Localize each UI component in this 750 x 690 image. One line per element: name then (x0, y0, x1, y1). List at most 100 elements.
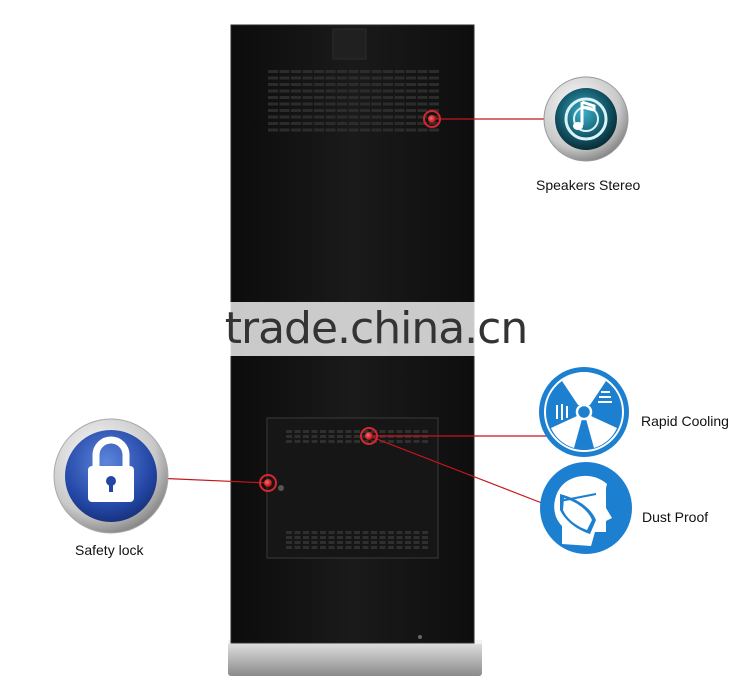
vent-slot (320, 536, 326, 539)
vent-slot (303, 435, 309, 438)
vent-slot (354, 435, 360, 438)
vent-slot (348, 76, 359, 80)
vent-slot (422, 440, 428, 443)
vent-slot (429, 83, 439, 86)
vent-slot (417, 115, 428, 119)
vent-slot (311, 435, 318, 438)
vent-slot (337, 102, 347, 106)
vent-slot (371, 89, 382, 93)
vent-slot (406, 115, 416, 119)
vent-slot (345, 536, 352, 539)
vent-slot (337, 76, 347, 80)
vent-slot (396, 541, 403, 544)
watermark: trade.china.cn (222, 302, 530, 356)
vent-slot (294, 430, 301, 433)
vent-slot (394, 89, 405, 93)
vent-slot (320, 430, 326, 433)
vent-slot (303, 546, 309, 549)
vent-slot (291, 128, 301, 132)
vent-slot (422, 541, 428, 544)
vent-slot (337, 435, 343, 438)
vent-slot (383, 83, 393, 86)
vent-slot (354, 430, 360, 433)
vent-slot (268, 102, 278, 106)
vent-slot (311, 531, 318, 534)
vent-slot (383, 76, 393, 80)
vent-slot (328, 435, 335, 438)
vent-slot (320, 531, 326, 534)
vent-slot (396, 531, 403, 534)
vent-slot (362, 531, 369, 534)
vent-slot (394, 128, 405, 132)
vent-slot (360, 76, 370, 80)
vent-slot (294, 531, 301, 534)
vent-slot (314, 70, 324, 73)
vent-slot (394, 122, 405, 125)
vent-slot (328, 541, 335, 544)
vent-slot (394, 76, 405, 80)
vent-slot (268, 83, 278, 86)
vent-slot (302, 96, 313, 99)
vent-slot (337, 83, 347, 86)
vent-slot (371, 109, 382, 112)
vent-slot (337, 96, 347, 99)
vent-slot (294, 541, 301, 544)
vent-slot (348, 102, 359, 106)
vent-slot (417, 102, 428, 106)
vent-slot (360, 89, 370, 93)
access-panel (266, 417, 439, 559)
vent-slot (268, 122, 278, 125)
vent-slot (286, 430, 292, 433)
vent-slot (371, 102, 382, 106)
vent-slot (354, 440, 360, 443)
vent-slot (354, 536, 360, 539)
vent-slot (291, 70, 301, 73)
vent-slot (279, 109, 290, 112)
vent-slot (291, 109, 301, 112)
vent-slot (406, 89, 416, 93)
vent-slot (388, 440, 394, 443)
vent-slot (405, 531, 411, 534)
vent-slot (303, 536, 309, 539)
vent-slot (394, 102, 405, 106)
vent-slot (413, 541, 420, 544)
vent-slot (268, 128, 278, 132)
vent-slot (345, 440, 352, 443)
vent-slot (405, 440, 411, 443)
vent-slot (413, 531, 420, 534)
vent-slot (394, 96, 405, 99)
vent-slot (388, 430, 394, 433)
vent-slot (383, 89, 393, 93)
vent-slot (279, 70, 290, 73)
vent-slot (371, 536, 377, 539)
vent-slot (311, 440, 318, 443)
vent-slot (429, 70, 439, 73)
vent-slot (302, 83, 313, 86)
vent-slot (406, 83, 416, 86)
vent-slot (362, 536, 369, 539)
vent-slot (302, 115, 313, 119)
rapid-cooling-label: Rapid Cooling (641, 413, 729, 429)
vent-slot (302, 128, 313, 132)
vent-slot (360, 70, 370, 73)
vent-slot (348, 89, 359, 93)
vent-slot (302, 89, 313, 93)
vent-slot (325, 70, 336, 73)
vent-slot (302, 122, 313, 125)
vent-slot (379, 430, 386, 433)
vent-slot (337, 122, 347, 125)
dust-proof-label: Dust Proof (642, 509, 709, 525)
vent-slot (279, 128, 290, 132)
vent-slot (268, 96, 278, 99)
vent-slot (417, 89, 428, 93)
vent-slot (383, 128, 393, 132)
vent-slot (345, 430, 352, 433)
vent-slot (337, 128, 347, 132)
vent-slot (279, 102, 290, 106)
vent-slot (429, 102, 439, 106)
vent-slot (328, 430, 335, 433)
vent-slot (325, 115, 336, 119)
vent-slot (405, 430, 411, 433)
vent-slot (337, 115, 347, 119)
vent-slot (328, 546, 335, 549)
